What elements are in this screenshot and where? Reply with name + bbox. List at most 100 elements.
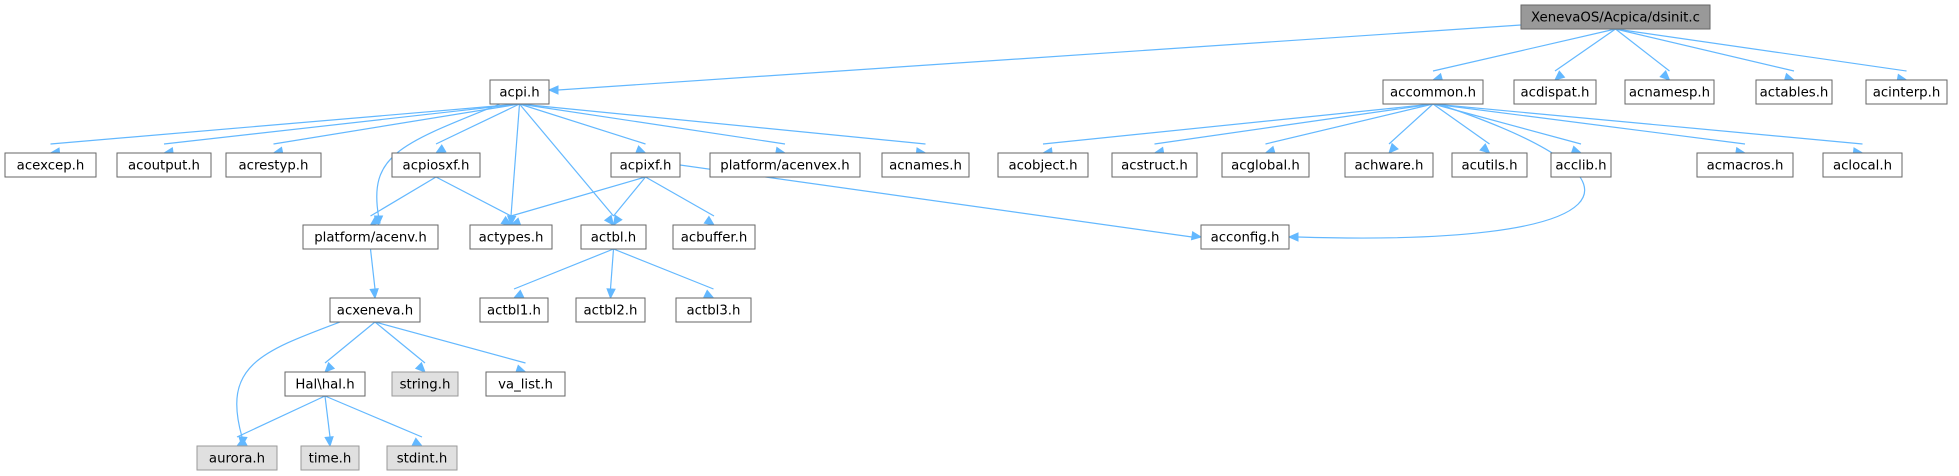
node-actbl3[interactable]: actbl3.h [675, 297, 752, 323]
node-acbuffer[interactable]: acbuffer.h [672, 224, 756, 250]
edge-acpi-to-acenvex [519, 103, 786, 145]
node-acoutput[interactable]: acoutput.h [116, 152, 212, 178]
arrowhead-root-to-acpi [547, 85, 559, 95]
node-box-acnames [881, 152, 970, 178]
node-acpi[interactable]: acpi.h [489, 79, 550, 105]
edge-root-to-acdispat [1554, 28, 1616, 72]
edge-acpi-to-acnames [519, 103, 926, 145]
node-acconfig[interactable]: acconfig.h [1200, 224, 1290, 250]
edge-halhal-to-aurora [236, 395, 326, 438]
node-box-acrestyp [225, 152, 322, 178]
node-acpixf[interactable]: acpixf.h [610, 152, 681, 178]
node-box-achware [1344, 152, 1434, 178]
node-label-acutils: acutils.h [1461, 159, 1517, 174]
node-actbl[interactable]: actbl.h [580, 224, 647, 250]
node-label-acclib: acclib.h [1555, 159, 1606, 174]
edge-accommon-to-acglobal [1265, 103, 1434, 145]
node-label-acnamesp: acnamesp.h [1629, 86, 1710, 101]
node-label-acglobal: acglobal.h [1231, 159, 1300, 174]
edge-acpi-to-actypes [510, 103, 521, 217]
node-acnames[interactable]: acnames.h [881, 152, 970, 178]
node-va_list[interactable]: va_list.h [485, 371, 566, 397]
node-halhal[interactable]: Hal\hal.h [284, 371, 366, 397]
arrowhead-root-to-acnamesp [1659, 70, 1671, 81]
node-acexcep[interactable]: acexcep.h [4, 152, 97, 178]
edge-accommon-to-acconfig [1297, 103, 1586, 239]
node-acdispat[interactable]: acdispat.h [1513, 79, 1597, 105]
node-label-actbl3: actbl3.h [687, 304, 741, 319]
arrowhead-acpi-to-actbl [603, 214, 615, 226]
node-acenv[interactable]: platform/acenv.h [302, 224, 439, 250]
arrowhead-acxeneva-to-string [414, 361, 426, 373]
node-aurora: aurora.h [196, 445, 278, 471]
edge-acpi-to-acenv [376, 103, 501, 217]
node-box-halhal [284, 371, 366, 397]
node-label-actypes: actypes.h [479, 231, 544, 246]
node-box-actables [1755, 79, 1833, 105]
node-box-actbl2 [575, 297, 646, 323]
node-acclib[interactable]: acclib.h [1550, 152, 1612, 178]
node-box-acglobal [1221, 152, 1310, 178]
node-box-acpi [489, 79, 550, 105]
node-box-actbl3 [675, 297, 752, 323]
edge-acxeneva-to-halhal [324, 321, 376, 364]
node-label-halhal: Hal\hal.h [295, 378, 354, 393]
node-acxeneva[interactable]: acxeneva.h [329, 297, 421, 323]
node-stdint: stdint.h [386, 445, 458, 471]
node-label-acstruct: acstruct.h [1121, 159, 1188, 174]
node-box-time [300, 445, 360, 471]
node-achware[interactable]: achware.h [1344, 152, 1434, 178]
edge-acpixf-to-actbl [613, 176, 646, 217]
arrowhead-accommon-to-acconfig [1287, 232, 1299, 242]
node-acpiosxf[interactable]: acpiosxf.h [391, 152, 481, 178]
edge-acpiosxf-to-actypes [435, 176, 512, 217]
node-acutils[interactable]: acutils.h [1451, 152, 1528, 178]
node-acinterp[interactable]: acinterp.h [1865, 79, 1948, 105]
node-label-acenvex: platform/acenvex.h [720, 159, 849, 174]
node-box-acconfig [1200, 224, 1290, 250]
node-acenvex[interactable]: platform/acenvex.h [709, 152, 861, 178]
node-label-aurora: aurora.h [209, 452, 265, 467]
edge-acpi-to-acrestyp [273, 103, 520, 145]
node-label-acmacros: acmacros.h [1707, 159, 1784, 174]
arrowhead-acpixf-to-acconfig [1190, 230, 1203, 241]
node-acmacros[interactable]: acmacros.h [1696, 152, 1794, 178]
node-box-acutils [1451, 152, 1528, 178]
edge-root-to-actables [1615, 28, 1795, 72]
node-acnamesp[interactable]: acnamesp.h [1624, 79, 1715, 105]
node-box-actypes [469, 224, 553, 250]
node-label-acconfig: acconfig.h [1211, 231, 1280, 246]
node-label-va_list: va_list.h [498, 378, 553, 393]
node-root[interactable]: XenevaOS/Acpica/dsinit.c [1520, 4, 1711, 30]
node-actypes[interactable]: actypes.h [469, 224, 553, 250]
node-acglobal[interactable]: acglobal.h [1221, 152, 1310, 178]
node-acstruct[interactable]: acstruct.h [1111, 152, 1198, 178]
edge-acpi-to-acexcep [50, 103, 520, 145]
node-box-acnamesp [1624, 79, 1715, 105]
arrowhead-root-to-acdispat [1554, 70, 1566, 81]
node-label-actables: actables.h [1760, 86, 1829, 101]
node-box-actbl1 [479, 297, 549, 323]
node-box-acpiosxf [391, 152, 481, 178]
edge-accommon-to-aclocal [1432, 103, 1863, 145]
node-aclocal[interactable]: aclocal.h [1822, 152, 1903, 178]
node-acobject[interactable]: acobject.h [997, 152, 1089, 178]
node-label-actbl: actbl.h [591, 231, 636, 246]
node-actbl1[interactable]: actbl1.h [479, 297, 549, 323]
node-label-stdint: stdint.h [397, 452, 448, 467]
arrowhead-actbl-to-actbl2 [606, 288, 616, 300]
edge-accommon-to-acutils [1432, 103, 1490, 145]
edge-acxeneva-to-va_list [374, 321, 526, 364]
node-box-acoutput [116, 152, 212, 178]
edge-acenv-to-acxeneva [369, 248, 376, 290]
edge-acpiosxf-to-acenv [370, 176, 437, 217]
node-box-aclocal [1822, 152, 1903, 178]
node-actables[interactable]: actables.h [1755, 79, 1833, 105]
node-label-root: XenevaOS/Acpica/dsinit.c [1531, 11, 1700, 26]
node-actbl2[interactable]: actbl2.h [575, 297, 646, 323]
node-accommon[interactable]: accommon.h [1382, 79, 1484, 105]
node-label-acrestyp: acrestyp.h [239, 159, 309, 174]
node-box-stdint [386, 445, 458, 471]
edge-actbl-to-actbl3 [613, 248, 714, 290]
node-acrestyp[interactable]: acrestyp.h [225, 152, 322, 178]
